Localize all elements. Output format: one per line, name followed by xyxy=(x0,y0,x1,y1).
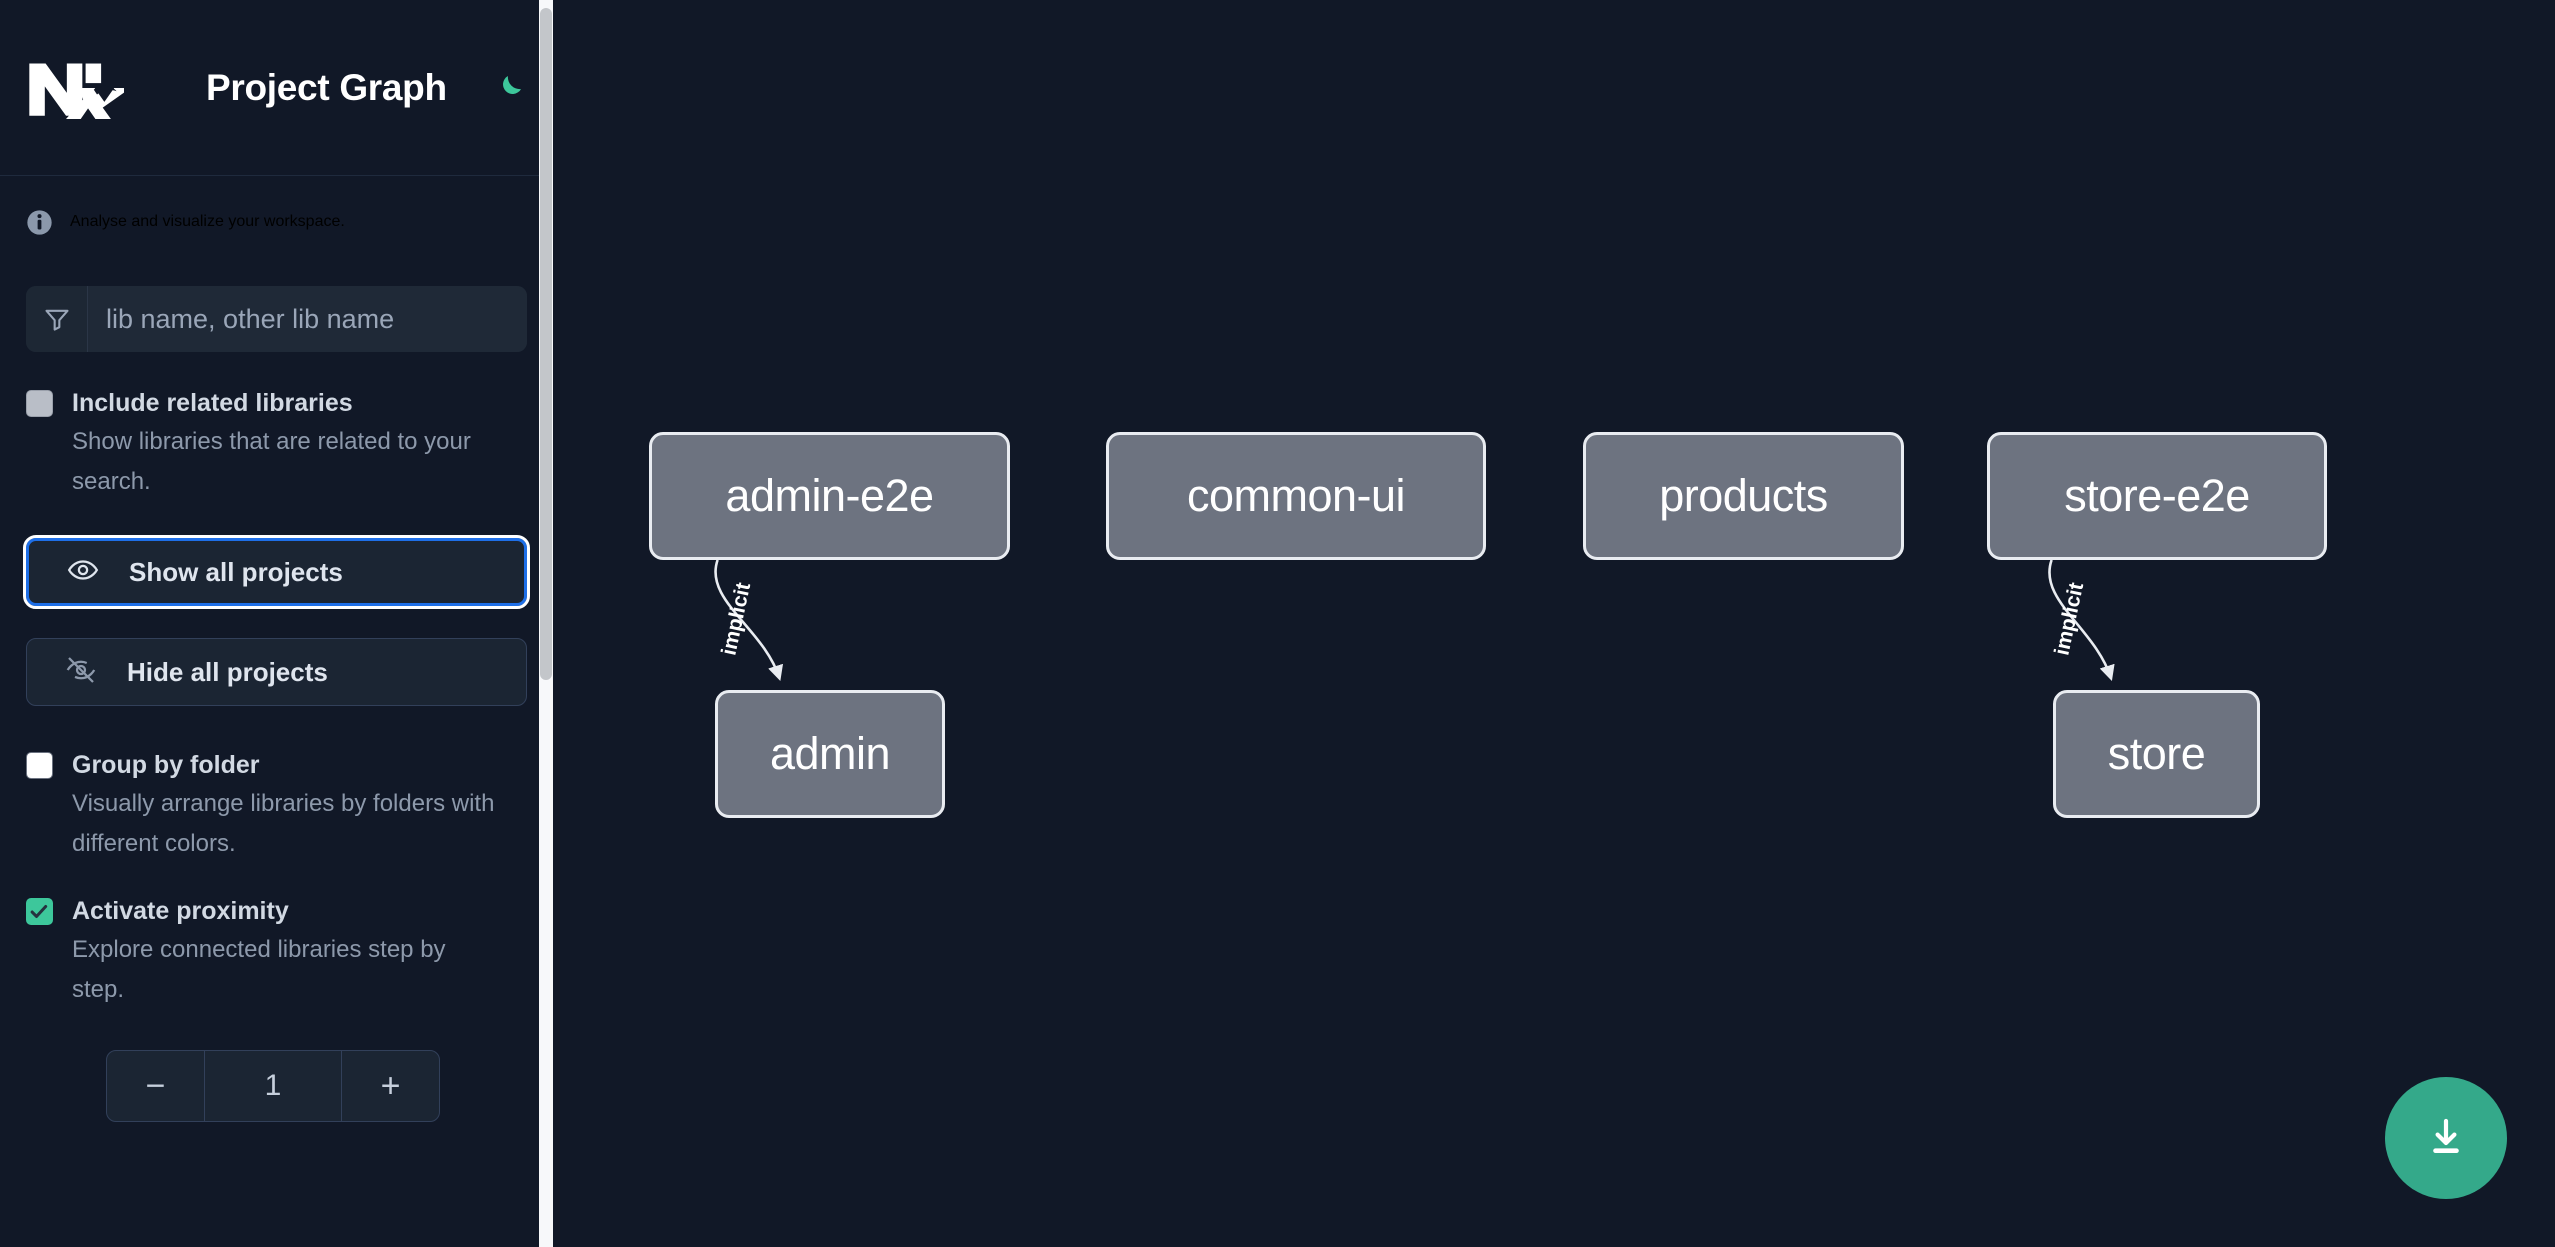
search-input[interactable] xyxy=(88,286,527,352)
stepper-decrement-button[interactable]: − xyxy=(107,1051,205,1121)
checkbox-include-related-libraries xyxy=(26,390,53,417)
nx-logo-icon xyxy=(26,57,131,119)
graph-node-label: admin-e2e xyxy=(725,470,934,521)
graph-node-admin[interactable]: admin xyxy=(715,690,945,818)
graph-node-products[interactable]: products xyxy=(1583,432,1904,560)
graph-edges xyxy=(714,559,2115,681)
option-title: Group by folder xyxy=(72,751,260,779)
hide-all-projects-label: Hide all projects xyxy=(127,656,328,687)
option-description: Explore connected libraries step by step… xyxy=(72,936,446,1003)
graph-node-store[interactable]: store xyxy=(2053,690,2260,818)
moon-icon[interactable] xyxy=(491,70,527,106)
sidebar-header: Project Graph xyxy=(0,0,553,176)
proximity-stepper-wrap: − 1 + xyxy=(0,1050,553,1122)
graph-node-label: common-ui xyxy=(1186,470,1406,521)
option-include-related-libraries[interactable]: Include related libraries Show libraries… xyxy=(0,384,553,502)
filter-search-box[interactable] xyxy=(26,286,527,352)
option-description: Show libraries that are related to your … xyxy=(72,428,471,495)
sidebar: Project Graph Analyse and visualize yo xyxy=(0,0,553,1247)
hide-all-projects-button[interactable]: Hide all projects xyxy=(26,638,527,706)
graph-node-common-ui[interactable]: common-ui xyxy=(1106,432,1486,560)
filter-funnel-icon xyxy=(26,286,88,352)
graph-node-label: store-e2e xyxy=(2064,470,2250,521)
option-title: Include related libraries xyxy=(72,389,353,417)
eye-icon xyxy=(67,554,99,591)
graph-node-label: store xyxy=(2107,728,2206,779)
graph-node-store-e2e[interactable]: store-e2e xyxy=(1987,432,2327,560)
sidebar-scrollbar-thumb[interactable] xyxy=(540,8,552,680)
show-all-projects-label: Show all projects xyxy=(129,556,343,587)
download-icon xyxy=(2433,1118,2459,1153)
proximity-stepper: − 1 + xyxy=(106,1050,440,1122)
option-activate-proximity[interactable]: Activate proximity Explore connected lib… xyxy=(0,892,553,1010)
graph-edge-admin-e2e__admin xyxy=(714,559,784,681)
page-title: Project Graph xyxy=(206,66,447,108)
graph-node-label: admin xyxy=(769,728,891,779)
show-all-projects-button[interactable]: Show all projects xyxy=(23,535,530,609)
graph-canvas[interactable]: admin-e2e common-ui products store-e2e admin… xyxy=(553,0,2555,1247)
graph-node-label: products xyxy=(1659,470,1828,521)
option-title: Activate proximity xyxy=(72,897,289,925)
graph-edge-store-e2e__store xyxy=(2048,559,2115,681)
option-group-by-folder[interactable]: Group by folder Visually arrange librari… xyxy=(0,746,553,864)
stepper-increment-button[interactable]: + xyxy=(341,1051,439,1121)
graph-node-admin-e2e[interactable]: admin-e2e xyxy=(649,432,1010,560)
tagline-text: Analyse and visualize your workspace. xyxy=(70,213,345,230)
sidebar-scrollbar-track[interactable] xyxy=(539,0,553,1247)
checkbox-activate-proximity[interactable] xyxy=(26,898,53,925)
stepper-value: 1 xyxy=(264,1069,282,1102)
info-icon xyxy=(26,209,53,236)
eye-off-icon xyxy=(65,654,97,691)
project-visibility-buttons: Show all projects Hide all projects xyxy=(0,535,553,706)
checkbox-group-by-folder[interactable] xyxy=(26,752,53,779)
download-button[interactable] xyxy=(2385,1077,2507,1199)
check-icon xyxy=(30,905,48,918)
tagline: Analyse and visualize your workspace. xyxy=(0,176,553,268)
option-description: Visually arrange libraries by folders wi… xyxy=(72,790,495,857)
